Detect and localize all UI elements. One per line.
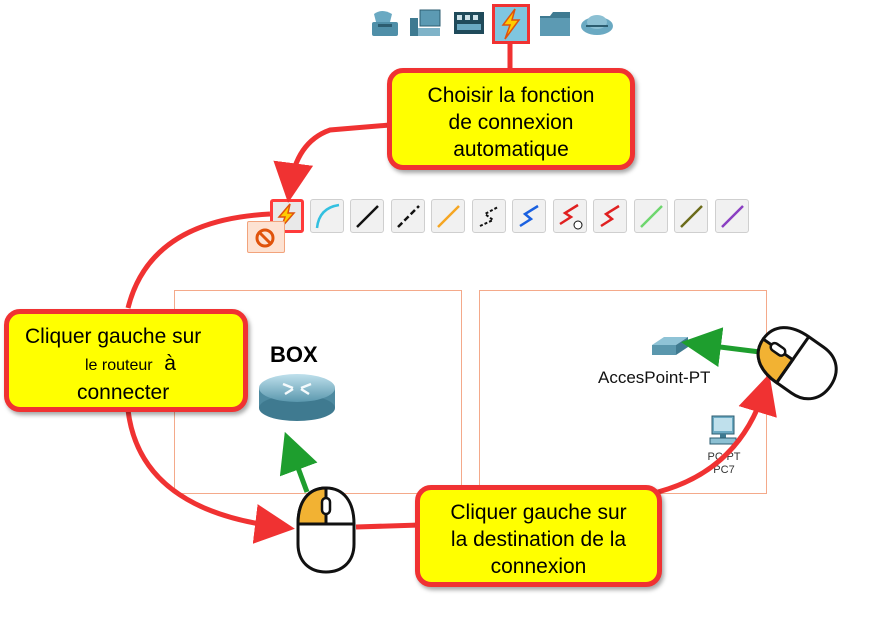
copper-straight-icon[interactable] — [350, 199, 384, 233]
router-icon[interactable] — [255, 370, 339, 424]
green-arrow-router — [279, 431, 318, 493]
automatic-connection-icon[interactable] — [270, 199, 304, 233]
device-type-toolbar — [366, 4, 620, 48]
console-cable-icon[interactable] — [310, 199, 344, 233]
copper-cross-icon[interactable] — [391, 199, 425, 233]
callout-click-destination: Cliquer gauche sur la destination de la … — [415, 485, 662, 587]
fiber-icon[interactable] — [431, 199, 465, 233]
arrow-to-auto-connect — [273, 122, 391, 203]
end-devices-icon[interactable] — [408, 4, 446, 44]
mouse-left-click-icon — [294, 484, 358, 576]
connections-icon[interactable] — [492, 4, 530, 44]
coaxial-cable-icon[interactable] — [512, 199, 546, 233]
connection-type-toolbar — [270, 199, 754, 239]
arrow-to-mouse-bottom — [125, 409, 295, 544]
access-point-label: AccesPoint-PT — [598, 368, 711, 387]
multiuser-cloud-icon[interactable] — [578, 4, 616, 44]
callout-click-router: Cliquer gauche sur le routeur à connecte… — [4, 309, 248, 412]
serial-dce-icon[interactable] — [553, 199, 587, 233]
arrow-connector-bottom — [355, 522, 421, 530]
pc-icon[interactable] — [706, 414, 740, 448]
mouse-right-click-icon — [748, 320, 844, 404]
network-devices-icon[interactable] — [366, 4, 404, 44]
octal-cable-icon[interactable] — [634, 199, 668, 233]
green-arrow-access-point — [681, 327, 761, 367]
misc-icon[interactable] — [536, 4, 574, 44]
arrow-to-mouse-right — [657, 373, 777, 495]
usb-cable-icon[interactable] — [715, 199, 749, 233]
phone-cable-icon[interactable] — [472, 199, 506, 233]
iot-custom-cable-icon[interactable] — [674, 199, 708, 233]
components-icon[interactable] — [450, 4, 488, 44]
router-label: BOX — [270, 342, 318, 367]
cancel-icon[interactable] — [247, 221, 285, 253]
arrow-loop-left — [125, 211, 271, 309]
callout-choose-auto-connect: Choisir la fonction de connexion automat… — [387, 68, 635, 170]
serial-dte-icon[interactable] — [593, 199, 627, 233]
